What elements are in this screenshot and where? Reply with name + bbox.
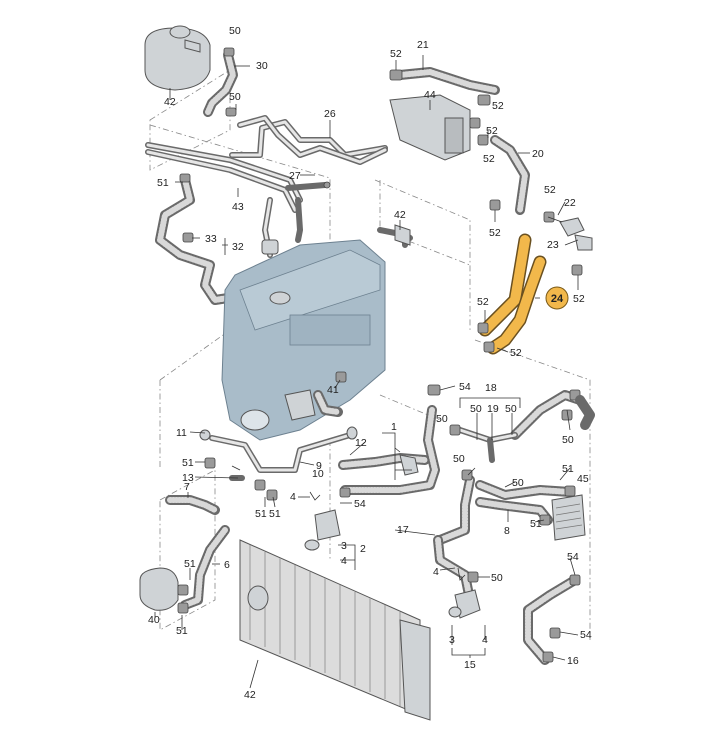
callout-4-thermostat-low: 4	[341, 555, 347, 567]
callout-42-radiator: 42	[244, 689, 256, 701]
callout-50-top: 50	[229, 25, 241, 37]
callout-3-pipe15: 3	[449, 634, 455, 646]
callout-51-tank-bottom: 51	[176, 625, 188, 637]
callout-44: 44	[424, 89, 436, 101]
thermostat-housing	[304, 491, 341, 551]
callout-54-center: 54	[354, 498, 366, 510]
callout-32: 32	[232, 241, 244, 253]
fittings-22-23	[543, 211, 593, 276]
callout-8: 8	[504, 525, 510, 537]
callout-51-flange-b: 51	[269, 508, 281, 520]
pipe-bundle	[145, 142, 303, 258]
callout-15: 15	[464, 659, 476, 671]
callout-33: 33	[205, 233, 217, 245]
callout-10: 10	[312, 468, 324, 480]
callout-52-hose24-bottom: 52	[510, 347, 522, 359]
callout-1: 1	[391, 421, 397, 433]
callout-30: 30	[256, 60, 268, 72]
callout-20: 20	[532, 148, 544, 160]
callout-50-group18-right: 50	[505, 403, 517, 415]
callout-45: 45	[577, 473, 589, 485]
callout-41: 41	[327, 384, 339, 396]
callout-4-pipe15-low: 4	[482, 634, 488, 646]
callout-52-hose24-top: 52	[477, 296, 489, 308]
callout-51-left: 51	[157, 177, 169, 189]
expansion-tank-bottom	[139, 567, 189, 614]
heater-pipes	[229, 115, 388, 165]
callout-19: 19	[487, 403, 499, 415]
callout-16: 16	[567, 655, 579, 667]
callout-4-pipe15: 4	[433, 566, 439, 578]
callout-18: 18	[485, 382, 497, 394]
callout-43: 43	[232, 201, 244, 213]
callout-7: 7	[184, 481, 190, 493]
callout-17: 17	[397, 524, 409, 536]
callout-50-t-left: 50	[436, 413, 448, 425]
callout-24-label: 24	[551, 293, 564, 305]
callout-50-junction: 50	[453, 453, 465, 465]
callout-4-thermostat: 4	[290, 491, 296, 503]
highlighted-callout-24: 24	[545, 286, 569, 310]
callout-54-lower-right: 54	[567, 551, 579, 563]
callout-3-thermostat: 3	[341, 540, 347, 552]
callout-12: 12	[355, 437, 367, 449]
coolant-flange-pipe	[199, 426, 358, 501]
callout-27: 27	[289, 170, 301, 182]
callout-26: 26	[324, 108, 336, 120]
callout-52-housing-a: 52	[486, 125, 498, 137]
callout-9: 9	[316, 460, 322, 472]
callout-52-housing-b: 52	[483, 153, 495, 165]
callout-51-oil-cooler-low: 51	[530, 518, 542, 530]
t-junction	[449, 424, 518, 463]
callout-51-flange-a: 51	[255, 508, 267, 520]
callout-13: 13	[182, 472, 194, 484]
callout-51-flange: 51	[182, 457, 194, 469]
expansion-tank-top	[144, 25, 211, 91]
callout-42-top-tank: 42	[164, 96, 176, 108]
callout-52-right-low: 52	[573, 293, 585, 305]
callout-51-oil-cooler: 51	[562, 463, 574, 475]
callout-52-hose20: 52	[489, 227, 501, 239]
callout-40: 40	[148, 614, 160, 626]
callout-22: 22	[564, 197, 576, 209]
callout-11: 11	[176, 427, 187, 439]
connector-pipe	[377, 224, 413, 248]
callout-23: 23	[547, 239, 559, 251]
callout-50-pipe15: 50	[491, 572, 503, 584]
callout-42-pipe: 42	[394, 209, 406, 221]
callout-50-below-tank: 50	[229, 91, 241, 103]
callout-50-hose8: 50	[512, 477, 524, 489]
highlighted-hose-24	[477, 233, 547, 355]
callout-21: 21	[417, 39, 429, 51]
callout-2: 2	[360, 543, 366, 555]
engine-block	[221, 239, 386, 441]
callout-labels: 50 30 42 50 52 21 44 52 26 52 52 20 27 5…	[148, 25, 592, 701]
callout-54-right: 54	[459, 381, 471, 393]
callout-52-hose21: 52	[390, 48, 402, 60]
callout-51-hose6: 51	[184, 558, 196, 570]
callout-6: 6	[224, 559, 230, 571]
coolant-pipe-15	[448, 567, 481, 619]
callout-50-group18-left: 50	[470, 403, 482, 415]
callout-52-right-hose21: 52	[492, 100, 504, 112]
oil-cooler	[551, 494, 586, 541]
coolant-distributor-housing	[389, 94, 489, 161]
callout-50-right-curve: 50	[562, 434, 574, 446]
callout-54-hose16: 54	[580, 629, 592, 641]
leader-lines	[154, 55, 579, 689]
callout-52-upper-right: 52	[544, 184, 556, 196]
radiator	[239, 539, 431, 721]
